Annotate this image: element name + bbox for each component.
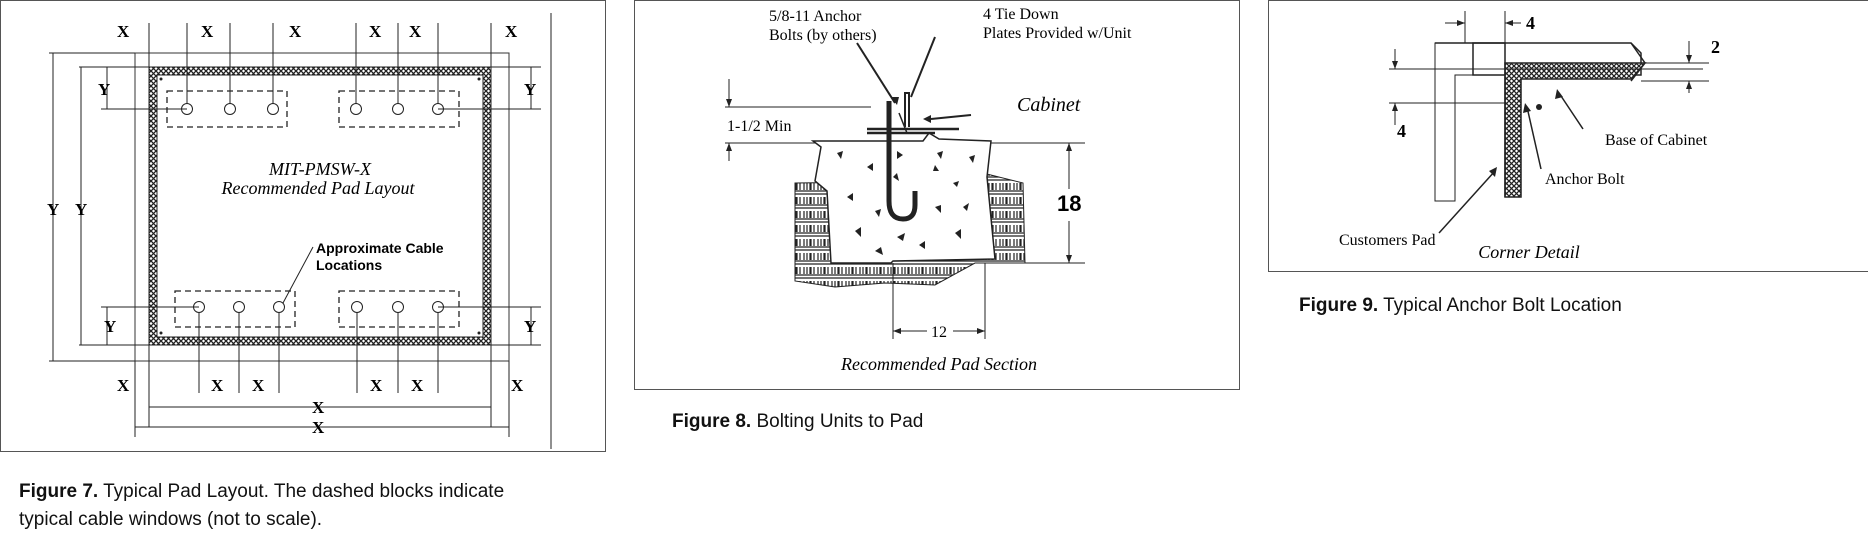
dim-y-label: Y	[104, 317, 116, 336]
dim-x-label: X	[117, 22, 130, 41]
anchor-bolt-label: Bolts (by others)	[769, 27, 877, 44]
dim-x-label: X	[312, 418, 325, 437]
figure-9-panel: 4 2 4 Base of Cabinet Anchor Bolt Custom…	[1268, 0, 1868, 272]
caption-text: typical cable windows (not to scale).	[19, 509, 323, 530]
dim-y-label: Y	[47, 200, 59, 219]
dim-left-label: 4	[1397, 121, 1406, 141]
cable-callout-label: Approximate Cable	[316, 240, 444, 256]
dim-x-label: X	[117, 376, 130, 395]
dim-x-label: X	[409, 22, 422, 41]
figure-8-caption: Figure 8. Bolting Units to Pad	[672, 408, 1192, 436]
caption-text: Typical Pad Layout. The dashed blocks in…	[98, 481, 505, 502]
corner-detail-title: Corner Detail	[1478, 242, 1580, 262]
dim-x-label: X	[505, 22, 518, 41]
dim-x-label: X	[211, 376, 224, 395]
cabinet-label: Cabinet	[1017, 94, 1081, 116]
figure-9-caption: Figure 9. Typical Anchor Bolt Location	[1299, 292, 1819, 320]
depth-dimension-label: 18	[1057, 191, 1081, 216]
min-dimension-label: 1-1/2 Min	[727, 118, 791, 135]
dim-top-label: 4	[1526, 13, 1535, 33]
caption-figure-number: Figure 8.	[672, 411, 752, 432]
anchor-bolt-label: 5/8-11 Anchor	[769, 8, 862, 25]
dim-x-label: X	[370, 376, 383, 395]
caption-figure-number: Figure 9.	[1299, 295, 1379, 316]
dim-x-label: X	[252, 376, 265, 395]
dim-x-label: X	[312, 398, 325, 417]
customers-pad-label: Customers Pad	[1339, 232, 1435, 249]
figure-7-panel: X X X X X X X X X X X X X X Y Y Y Y Y Y …	[0, 0, 606, 452]
pad-layout-title: MIT-PMSW-X	[268, 159, 372, 179]
width-dimension-label: 12	[931, 324, 947, 341]
pad-section-diagram: 5/8-11 Anchor Bolts (by others) 4 Tie Do…	[725, 6, 1132, 374]
anchor-bolt-label: Anchor Bolt	[1545, 171, 1625, 188]
dim-y-label: Y	[75, 200, 87, 219]
corner-detail-diagram: 4 2 4 Base of Cabinet Anchor Bolt Custom…	[1339, 11, 1720, 262]
dim-right-label: 2	[1711, 37, 1720, 57]
figure-8-panel: 5/8-11 Anchor Bolts (by others) 4 Tie Do…	[634, 0, 1240, 390]
tie-down-label: Plates Provided w/Unit	[983, 25, 1132, 42]
pad-layout-diagram: X X X X X X X X X X X X X X Y Y Y Y Y Y …	[47, 13, 552, 449]
caption-text: Typical Anchor Bolt Location	[1378, 295, 1622, 316]
dim-x-label: X	[511, 376, 524, 395]
dim-y-label: Y	[524, 80, 536, 99]
dim-y-label: Y	[98, 80, 110, 99]
dim-x-label: X	[201, 22, 214, 41]
caption-text: Bolting Units to Pad	[751, 411, 924, 432]
dim-x-label: X	[411, 376, 424, 395]
dim-x-label: X	[289, 22, 302, 41]
dim-x-label: X	[369, 22, 382, 41]
figure-7-caption: Figure 7. Typical Pad Layout. The dashed…	[19, 478, 599, 534]
pad-section-title: Recommended Pad Section	[840, 354, 1037, 374]
base-of-cabinet-label: Base of Cabinet	[1605, 132, 1708, 149]
cable-callout-label: Locations	[316, 257, 382, 273]
dim-y-label: Y	[524, 317, 536, 336]
pad-layout-subtitle: Recommended Pad Layout	[221, 178, 416, 198]
tie-down-label: 4 Tie Down	[983, 6, 1059, 23]
caption-figure-number: Figure 7.	[19, 481, 99, 502]
